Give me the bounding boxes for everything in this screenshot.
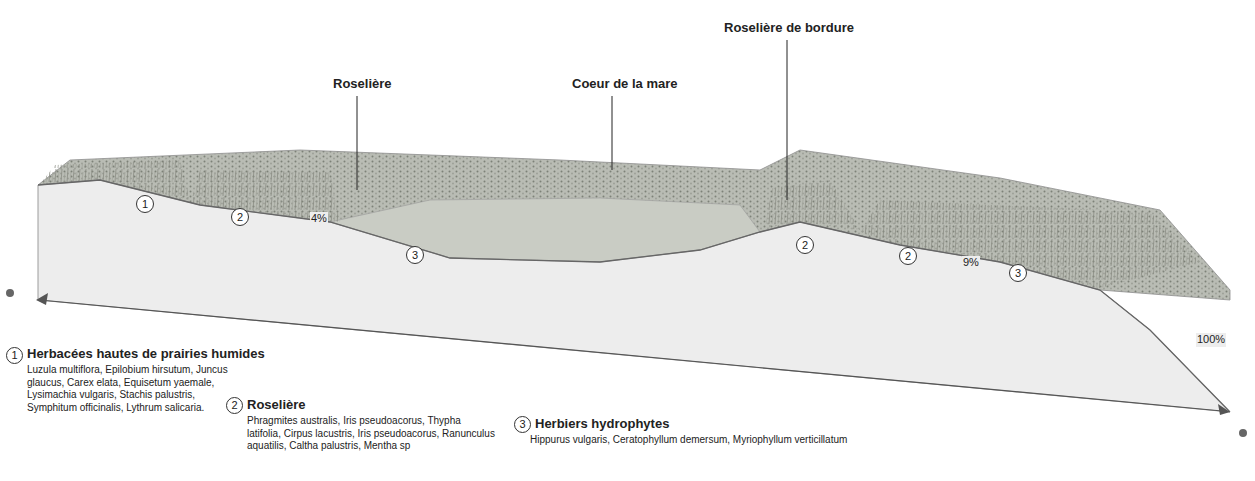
callout-circle: 2 [899,247,917,265]
callout-number: 2 [905,251,911,262]
callout-number: 3 [412,250,418,261]
soil-front-face [38,180,1230,412]
section-mark [6,289,14,297]
section-mark [1239,429,1247,437]
callout-number: 3 [1015,268,1021,279]
axis-arrowhead [1218,404,1230,415]
legend-heading: Roselière [247,397,306,413]
callout-circle: 3 [1009,264,1027,282]
species-list: Phragmites australis, Iris pseudoacorus,… [247,415,497,453]
legend-heading: Herbiers hydrophytes [535,416,669,432]
axis-arrowhead [36,293,48,305]
callout-circle: 3 [514,416,531,433]
legend-heading: Herbacées hautes de prairies humides [27,346,265,362]
leader-line [612,96,613,170]
callout-circle: 2 [796,236,814,254]
zone-label: Roselière de bordure [724,20,854,36]
species-list: Hippurus vulgaris, Ceratophyllum demersu… [530,434,1250,447]
reed-band [765,180,860,230]
callout-circle: 3 [406,246,424,264]
leader-line [787,40,788,200]
callout-number: 1 [11,350,17,361]
surface-profile [38,180,1230,412]
callout-circle: 2 [226,397,243,414]
callout-circle: 2 [231,208,249,226]
callout-number: 2 [802,240,808,251]
species-list: Luzula multiflora, Epilobium hirsutum, J… [27,364,232,414]
leader-line [357,96,358,190]
callout-number: 3 [519,419,525,430]
zone-label: Coeur de la mare [572,76,678,92]
callout-circle: 1 [136,195,154,213]
callout-circle: 1 [6,347,23,364]
slope-label: 9% [962,256,980,270]
slope-label: 4% [310,212,328,226]
callout-number: 1 [142,199,148,210]
callout-number: 2 [231,400,237,411]
slope-label: 100% [1196,333,1226,347]
callout-number: 2 [237,212,243,223]
zone-label: Roselière [333,76,392,92]
